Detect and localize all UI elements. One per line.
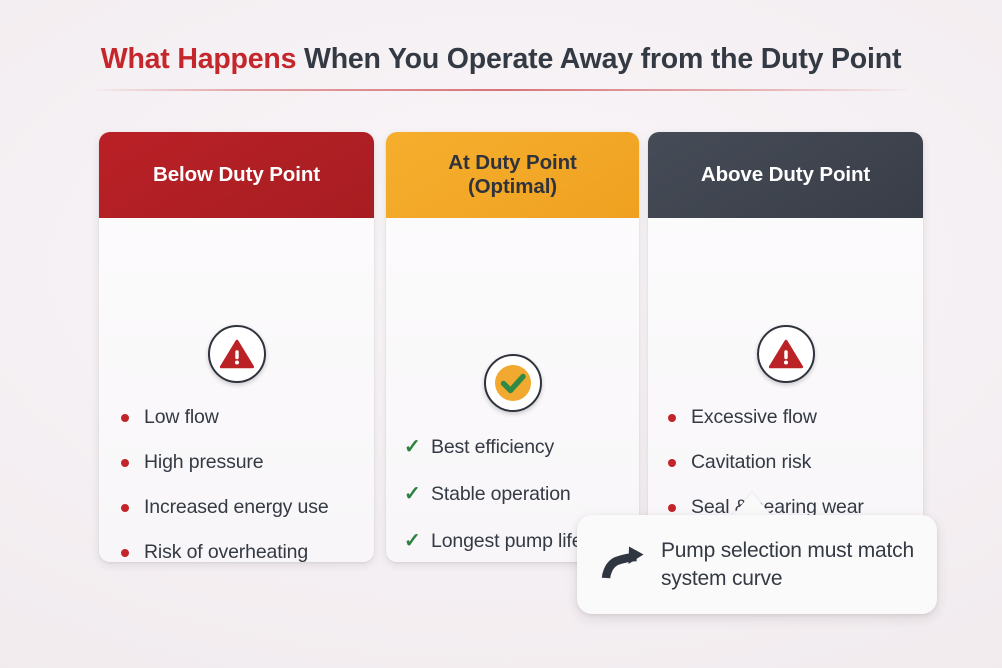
check-circle-icon (483, 354, 542, 412)
list-item-label: Excessive flow (691, 406, 817, 428)
list-item: Cavitation risk (668, 450, 913, 475)
bullet-dot-icon (121, 503, 129, 512)
callout-pointer (731, 493, 773, 517)
card-above-duty-point: Above Duty Point Excessive flow Cavitati… (648, 132, 923, 562)
list-item-label: Low flow (144, 406, 219, 428)
title-divider (96, 89, 908, 91)
bullet-dot-icon (668, 458, 676, 467)
warning-triangle-icon (207, 325, 266, 383)
check-mark-icon: ✓ (404, 529, 421, 552)
list-item: Risk of overheating (121, 540, 362, 562)
list-item: Excessive flow (668, 405, 913, 430)
check-mark-icon: ✓ (404, 482, 421, 505)
callout-text: Pump selection must match system curve (661, 538, 914, 590)
curved-up-arrow-icon (601, 541, 649, 589)
card-at-header-line1: At Duty Point (448, 150, 577, 174)
card-at-duty-point: At Duty Point (Optimal) ✓ Best efficienc… (386, 132, 639, 562)
list-item: ✓ Longest pump life (404, 529, 629, 554)
list-item-label: Cavitation risk (691, 450, 812, 473)
card-at-header-label: At Duty Point (Optimal) (448, 151, 577, 199)
callout-bubble: Pump selection must match system curve (577, 515, 937, 614)
list-item: ✓ Stable operation (404, 482, 629, 507)
page-title-rest: When You Operate Away from the Duty Poin… (296, 43, 902, 75)
card-below-duty-point: Below Duty Point Low flow High pressure … (99, 132, 374, 562)
card-below-surface: Below Duty Point Low flow High pressure … (99, 132, 374, 562)
bullet-dot-icon (121, 458, 129, 467)
card-above-header: Above Duty Point (648, 132, 923, 218)
page-title: What Happens When You Operate Away from … (0, 42, 1002, 76)
warning-triangle-icon (756, 325, 815, 383)
card-at-header: At Duty Point (Optimal) (386, 132, 639, 218)
list-item: Increased energy use (121, 495, 362, 520)
bullet-dot-icon (121, 414, 129, 422)
list-item-label: High pressure (144, 450, 264, 473)
card-above-header-label: Above Duty Point (700, 162, 871, 186)
card-below-header-label: Below Duty Point (153, 162, 320, 186)
list-item-label: Longest pump life (431, 529, 583, 552)
card-at-header-line2: (Optimal) (467, 175, 558, 198)
page-title-accent: What Happens (100, 43, 297, 75)
list-item-label: Risk of overheating (144, 540, 309, 562)
card-at-surface: At Duty Point (Optimal) ✓ Best efficienc… (386, 132, 639, 562)
list-item-label: Increased energy use (144, 495, 329, 518)
bullet-dot-icon (668, 414, 676, 422)
check-mark-icon: ✓ (404, 436, 421, 458)
list-item: ✓ Best efficiency (404, 435, 629, 460)
list-item-label: Stable operation (431, 482, 571, 505)
card-below-list: Low flow High pressure Increased energy … (99, 405, 374, 562)
bullet-dot-icon (121, 548, 129, 557)
card-at-list: ✓ Best efficiency ✓ Stable operation ✓ L… (386, 435, 639, 562)
bullet-dot-icon (668, 503, 676, 512)
list-item: Low flow (121, 405, 362, 430)
card-below-header: Below Duty Point (99, 132, 374, 218)
list-item: High pressure (121, 450, 362, 475)
list-item-label: Best efficiency (431, 436, 555, 458)
